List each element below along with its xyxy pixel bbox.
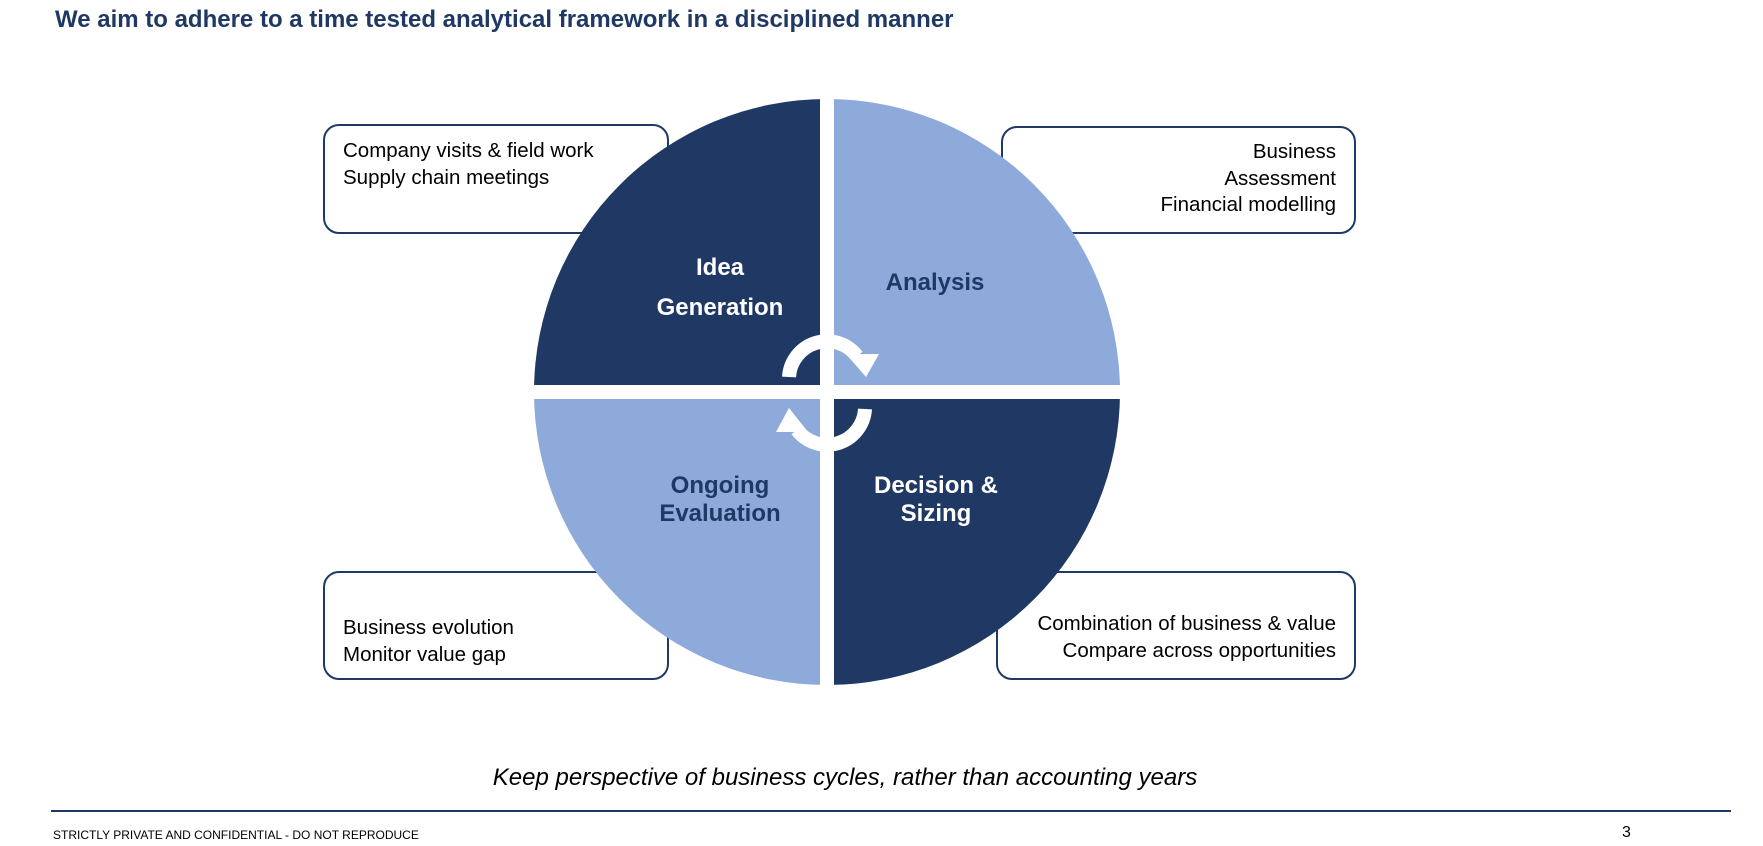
tagline: Keep perspective of business cycles, rat… [492,764,1198,791]
arrowhead-bottom [776,408,808,432]
label-analysis: Analysis [835,269,1035,297]
label-idea-generation: Idea Generation [620,248,820,328]
footer-divider [51,810,1731,812]
confidential-notice: STRICTLY PRIVATE AND CONFIDENTIAL - DO N… [53,828,419,842]
cycle-arrows-icon [782,334,872,452]
clockwise-arrow-top [782,334,863,378]
callout-decision-sizing: Combination of business & value Compare … [996,571,1356,680]
callout-line: Monitor value gap [343,642,506,666]
callout-analysis: Business Assessment Financial modelling [1001,126,1356,234]
callout-line: Supply chain meetings [343,165,550,189]
label-line: Analysis [885,269,985,296]
callout-line: Assessment [1224,166,1336,190]
callout-line: Business evolution [343,616,514,639]
quadrant-idea-generation [534,99,827,392]
label-line: Ongoing [670,472,770,499]
label-decision-sizing: Decision & Sizing [836,472,1036,528]
callout-line: Compare across opportunities [1062,638,1336,662]
label-line: Sizing [900,500,972,527]
label-line: Evaluation [659,500,781,527]
arrowhead-top [846,354,879,377]
page-number: 3 [1622,824,1631,841]
label-line: Decision & [873,472,999,499]
clockwise-arrow-bottom [791,408,872,452]
callout-line: Business [1252,140,1336,163]
callout-line: Company visits & field work [343,139,594,162]
quadrant-decision-sizing [827,392,1120,685]
callout-line: Financial modelling [1160,193,1336,216]
label-ongoing-evaluation: Ongoing Evaluation [620,472,820,528]
page-title: We aim to adhere to a time tested analyt… [55,6,954,33]
callout-line: Combination of business & value [1037,612,1336,635]
horizontal-divider [525,385,1129,399]
quadrant-analysis [827,99,1120,392]
quadrant-ongoing-evaluation [534,392,827,685]
label-line: Generation [656,294,784,321]
callout-ongoing-evaluation: Business evolution Monitor value gap [323,571,669,680]
label-line: Idea [695,254,745,281]
